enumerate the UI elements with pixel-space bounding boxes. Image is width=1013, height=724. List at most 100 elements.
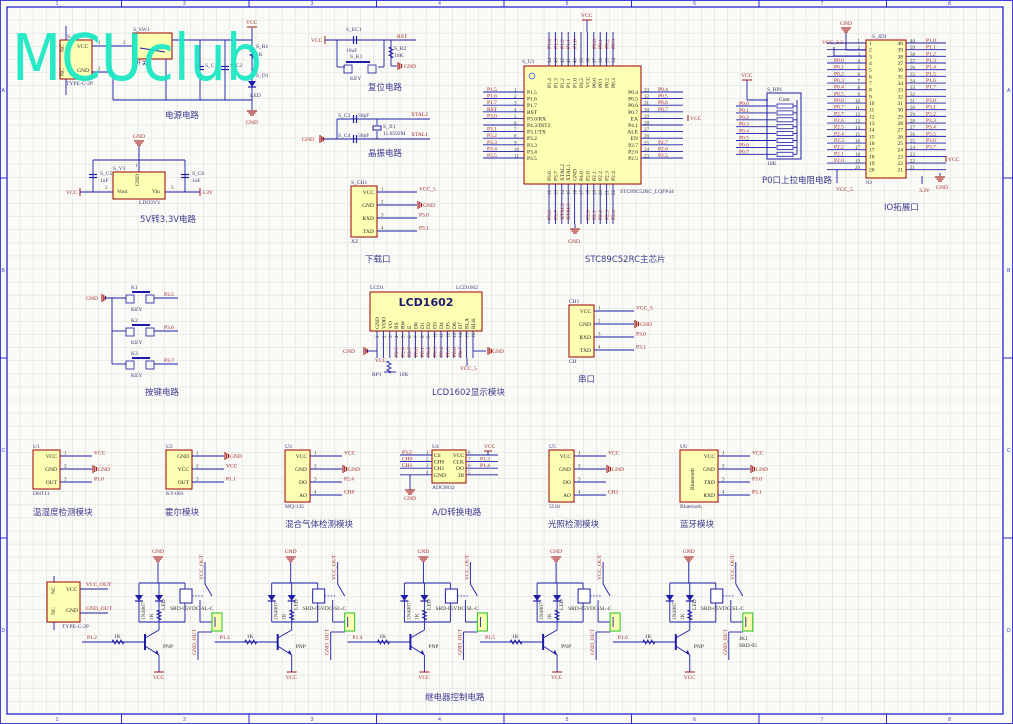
net-label: GND: [550, 549, 562, 555]
column-marker: 4: [438, 717, 441, 723]
pin-name: GND: [434, 473, 446, 479]
key-contact-icon: [145, 294, 155, 304]
pin-name: 8: [869, 88, 872, 94]
section-title-io: IO拓展口: [884, 202, 919, 213]
net-label: GND: [936, 185, 948, 191]
pin-number: 17: [580, 190, 585, 196]
pin-name: VCC: [296, 454, 308, 460]
net-label: P1.1: [566, 39, 572, 49]
pin-name: 31: [898, 101, 904, 107]
pin-number: 21: [606, 190, 611, 196]
pin-number: 3: [578, 478, 581, 483]
component-part: CH: [569, 359, 577, 365]
component-part: KY-003: [166, 491, 184, 497]
pin-number: 9: [858, 93, 861, 98]
pin-number: 19: [593, 190, 598, 196]
component-part: MQ-135: [285, 504, 304, 510]
pin-name: VCC: [585, 76, 591, 88]
pin-name: DO: [563, 480, 571, 486]
pin-number: 42: [561, 58, 566, 64]
pin-name: P2.0: [585, 171, 591, 181]
pin-name: P1.0: [573, 78, 579, 88]
net-label: GND: [640, 322, 652, 328]
net-label: XTAL1: [411, 132, 428, 138]
pin-number: 2: [598, 320, 601, 325]
column-marker: 8: [948, 1, 951, 7]
pin-number: 30: [910, 106, 916, 111]
wire: [410, 629, 425, 639]
ground-symbol-icon: [342, 465, 348, 473]
pin-number: 34: [910, 80, 916, 85]
pin-name: P2.3: [605, 171, 611, 181]
wire: [277, 629, 292, 639]
section-title-adc: A/D转换电路: [432, 507, 482, 518]
net-label: P0.0: [834, 58, 844, 64]
ground-symbol-icon: [397, 62, 403, 70]
pin-number: 1: [426, 451, 429, 456]
pin-name: GND: [579, 322, 591, 328]
pin-name: P2.5: [628, 156, 638, 162]
pin-number: 11: [440, 333, 445, 338]
pin-number: 7: [414, 335, 419, 338]
pin-name: D1: [420, 322, 426, 329]
component-part: STC89C52RC_LQFP44: [620, 189, 674, 195]
pin-number: 2: [578, 465, 581, 470]
pin-number: 40: [910, 40, 916, 45]
component-part: KEY: [131, 307, 142, 313]
component-value: 10K: [394, 53, 404, 59]
component-ref: S_C2: [230, 63, 242, 69]
pin-name: RW: [401, 320, 407, 329]
pin-number: 1: [314, 452, 317, 457]
pin-name: NC: [51, 586, 57, 594]
component-part: KEY: [131, 340, 142, 346]
pin-number: 2: [105, 186, 108, 191]
pin-name: P3.7: [553, 171, 559, 181]
net-label: P3.7: [164, 358, 174, 364]
pin-number: 36: [910, 66, 916, 71]
net-label: VCC: [226, 464, 238, 470]
component-value: 10K: [767, 161, 777, 167]
pin-name: GND: [362, 203, 374, 209]
pin-number: 26: [910, 133, 916, 138]
net-label: P0.5: [739, 136, 749, 142]
component-part: 1N4007: [672, 602, 678, 620]
pin-name: CH1: [434, 466, 445, 472]
pin-number: 25: [644, 141, 650, 146]
net-label: P3.7: [553, 210, 559, 220]
net-label: P2.3: [605, 210, 611, 220]
net-label: P1.4: [352, 635, 362, 641]
pin-name: EN: [631, 136, 638, 142]
pin-name: Com: [779, 97, 790, 103]
component-value: 10K: [399, 372, 409, 378]
column-marker: 7: [821, 1, 824, 7]
pin-number: 4: [314, 491, 317, 496]
component-value: 1K: [512, 634, 519, 640]
pin-number: 2: [426, 458, 429, 463]
column-marker: 7: [821, 717, 824, 723]
pin-number: 6: [858, 73, 861, 78]
pin-number: 5: [858, 66, 861, 71]
pin-name: 30: [898, 108, 904, 114]
pin-name: DI: [458, 473, 464, 479]
net-label: GND: [417, 549, 429, 555]
pin-name: P4.3/INT2: [527, 123, 551, 129]
pin-name: GND: [559, 467, 571, 473]
pin-name: NC: [51, 607, 57, 615]
pin-number: 20: [855, 166, 861, 171]
pin-number: 16: [472, 333, 477, 339]
pin-name: GND: [66, 608, 78, 614]
component-part: 1N4007: [274, 602, 280, 620]
ground-symbol-icon: [417, 201, 423, 209]
component-value: 1K: [282, 613, 288, 620]
pin-name: P1.3: [553, 78, 559, 88]
section-title-dht: 温湿度检测模块: [33, 507, 93, 518]
net-label: VCC_5: [419, 187, 436, 193]
pin-name: 19: [869, 161, 875, 167]
relay-switch-icon: [470, 583, 478, 597]
net-label: GND: [404, 64, 416, 70]
net-label: P1.3: [220, 635, 230, 641]
net-label: P3.5: [926, 131, 936, 137]
lcd1602-display: [369, 291, 483, 332]
flyback-diode-icon: [400, 595, 409, 601]
module-serial: [568, 304, 595, 358]
